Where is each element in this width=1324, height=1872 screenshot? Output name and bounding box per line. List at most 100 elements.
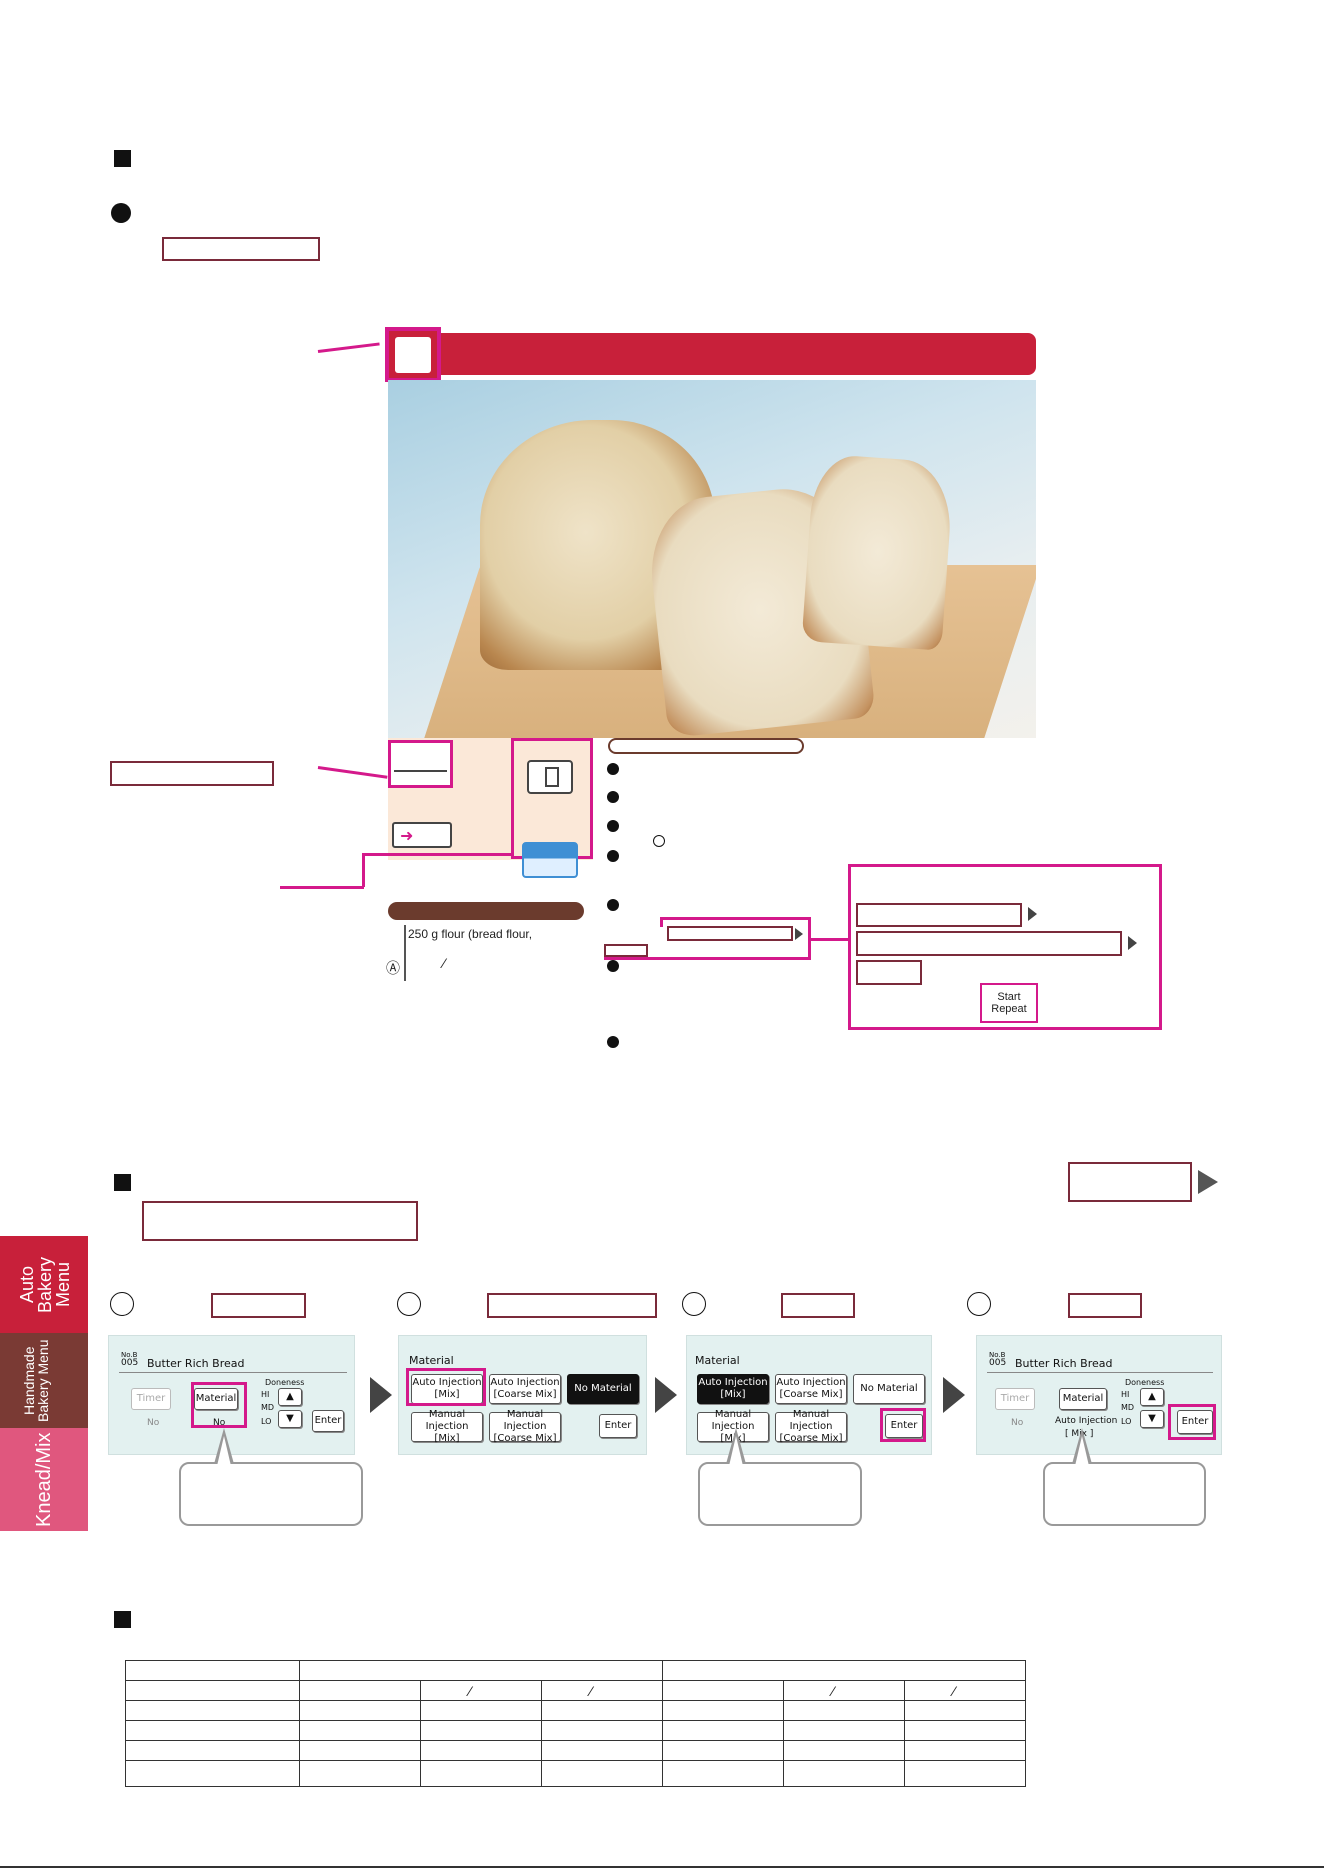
slash-mark: ⁄ bbox=[469, 1683, 472, 1699]
leader-line bbox=[317, 766, 388, 779]
label-box bbox=[667, 926, 793, 941]
flow-arrow bbox=[943, 1377, 965, 1413]
slash-mark: ⁄ bbox=[832, 1683, 835, 1699]
callout-bubble bbox=[1043, 1462, 1206, 1526]
step-bullet bbox=[607, 763, 619, 775]
bread-slice-back bbox=[801, 453, 955, 651]
label-box bbox=[1068, 1293, 1142, 1318]
material-button[interactable]: Material bbox=[1059, 1388, 1107, 1410]
menu-no-number: 005 bbox=[989, 1358, 1007, 1368]
screen-title: Material bbox=[409, 1354, 454, 1367]
material-value-line1: Auto Injection bbox=[1055, 1416, 1118, 1426]
section-marker bbox=[114, 150, 131, 167]
auto-injection-mix-button[interactable]: Auto Injection[Mix] bbox=[411, 1374, 483, 1404]
enter-button[interactable]: Enter bbox=[312, 1410, 344, 1432]
start-label: Start bbox=[997, 991, 1021, 1003]
section-marker bbox=[114, 1611, 131, 1628]
auto-injection-coarse-button[interactable]: Auto Injection[Coarse Mix] bbox=[775, 1374, 847, 1404]
timer-button[interactable]: Timer bbox=[131, 1388, 171, 1410]
step-number-4 bbox=[967, 1292, 991, 1316]
label-box bbox=[856, 903, 1022, 927]
triangle-up-icon: ▲ bbox=[286, 1391, 294, 1402]
doneness-hi: HI bbox=[1121, 1390, 1130, 1399]
bread-photo bbox=[388, 380, 1036, 738]
auto-injection-mix-button[interactable]: Auto Injection[Mix] bbox=[697, 1374, 769, 1404]
auto-injection-coarse-button[interactable]: Auto Injection[Coarse Mix] bbox=[489, 1374, 561, 1404]
manual-injection-coarse-button[interactable]: Manual Injection[Coarse Mix] bbox=[489, 1409, 561, 1444]
play-triangle-icon bbox=[795, 928, 803, 940]
triangle-up-icon: ▲ bbox=[1148, 1391, 1156, 1402]
highlight-line bbox=[604, 957, 810, 960]
material-button[interactable]: Material bbox=[194, 1388, 238, 1410]
section-marker bbox=[114, 1174, 131, 1191]
tab-handmade-bakery-menu[interactable]: Handmade Bakery Menu bbox=[0, 1333, 88, 1428]
manual-injection-coarse-button[interactable]: Manual Injection[Coarse Mix] bbox=[775, 1409, 847, 1444]
control-screen-4: No.B 005 Butter Rich Bread Timer No Mate… bbox=[976, 1335, 1222, 1455]
flow-arrow bbox=[370, 1377, 392, 1413]
menu-no-label: No.B bbox=[989, 1351, 1006, 1359]
step-bullet bbox=[607, 1036, 619, 1048]
leader-line bbox=[280, 886, 364, 889]
ingredient-marker: Ⓐ bbox=[386, 960, 400, 976]
highlight-line bbox=[660, 917, 663, 927]
callout-bubble bbox=[698, 1462, 862, 1526]
control-screen-2: Material Auto Injection[Mix] Auto Inject… bbox=[398, 1335, 647, 1455]
doneness-down-button[interactable]: ▼ bbox=[1140, 1410, 1164, 1428]
ingredient-text: 250 g flour (bread flour, bbox=[408, 927, 533, 941]
spec-table: ⁄⁄ ⁄⁄ bbox=[125, 1660, 1026, 1787]
doneness-up-button[interactable]: ▲ bbox=[278, 1388, 302, 1406]
doneness-up-button[interactable]: ▲ bbox=[1140, 1388, 1164, 1406]
step-number-2 bbox=[397, 1292, 421, 1316]
doneness-down-button[interactable]: ▼ bbox=[278, 1410, 302, 1428]
tab-knead-mix[interactable]: Knead/Mix bbox=[0, 1428, 88, 1531]
leader-line bbox=[362, 853, 365, 887]
label-box bbox=[142, 1201, 418, 1241]
label-box bbox=[604, 944, 648, 957]
highlight-auto-mix bbox=[406, 1368, 486, 1406]
arrow-right-icon: ➜ bbox=[400, 828, 414, 845]
label-box bbox=[1068, 1162, 1192, 1202]
step-bullet bbox=[607, 820, 619, 832]
label-box bbox=[487, 1293, 657, 1318]
enter-button[interactable]: Enter bbox=[1177, 1410, 1213, 1434]
step-bullet bbox=[607, 899, 619, 911]
tab-auto-bakery-menu[interactable]: Auto Bakery Menu bbox=[0, 1236, 88, 1333]
menu-no-number: 005 bbox=[121, 1358, 139, 1368]
timer-button[interactable]: Timer bbox=[995, 1388, 1035, 1410]
manual-injection-mix-button[interactable]: Manual Injection[Mix] bbox=[411, 1409, 483, 1444]
material-value: No bbox=[213, 1418, 226, 1428]
label-box bbox=[856, 931, 1122, 956]
start-repeat-button: Start Repeat bbox=[980, 983, 1038, 1023]
leader-line bbox=[362, 853, 512, 856]
doneness-lo: LO bbox=[261, 1417, 272, 1426]
label-box bbox=[211, 1293, 306, 1318]
recipe-number-box bbox=[385, 327, 441, 382]
enter-button[interactable]: Enter bbox=[885, 1414, 923, 1438]
label-box bbox=[856, 960, 922, 985]
step-bullet bbox=[607, 960, 619, 972]
highlight-material bbox=[191, 1382, 247, 1428]
no-material-button[interactable]: No Material bbox=[567, 1374, 639, 1404]
triangle-down-icon: ▼ bbox=[286, 1413, 294, 1424]
screen-title: Material bbox=[695, 1354, 740, 1367]
label-box bbox=[110, 761, 274, 786]
enter-button[interactable]: Enter bbox=[599, 1414, 637, 1438]
triangle-down-icon: ▼ bbox=[1148, 1413, 1156, 1424]
icon-highlight-box bbox=[511, 738, 593, 859]
course-button-icon bbox=[522, 842, 578, 878]
doneness-label: Doneness bbox=[1125, 1378, 1165, 1387]
screen-title: Butter Rich Bread bbox=[147, 1357, 245, 1370]
step-number-1 bbox=[110, 1292, 134, 1316]
no-material-button[interactable]: No Material bbox=[853, 1374, 925, 1404]
slash-mark: ⁄ bbox=[953, 1683, 956, 1699]
next-step-button: ➜ bbox=[392, 822, 452, 848]
label-box bbox=[781, 1293, 855, 1318]
highlight-line bbox=[660, 917, 810, 920]
recipe-title-bar bbox=[440, 333, 1036, 375]
doneness-hi: HI bbox=[261, 1390, 270, 1399]
ingredients-header-bar bbox=[388, 902, 584, 920]
highlight-enter bbox=[1168, 1404, 1216, 1440]
ingredient-line bbox=[404, 925, 406, 981]
highlight-enter bbox=[880, 1408, 926, 1442]
menu-number-box bbox=[388, 740, 453, 788]
